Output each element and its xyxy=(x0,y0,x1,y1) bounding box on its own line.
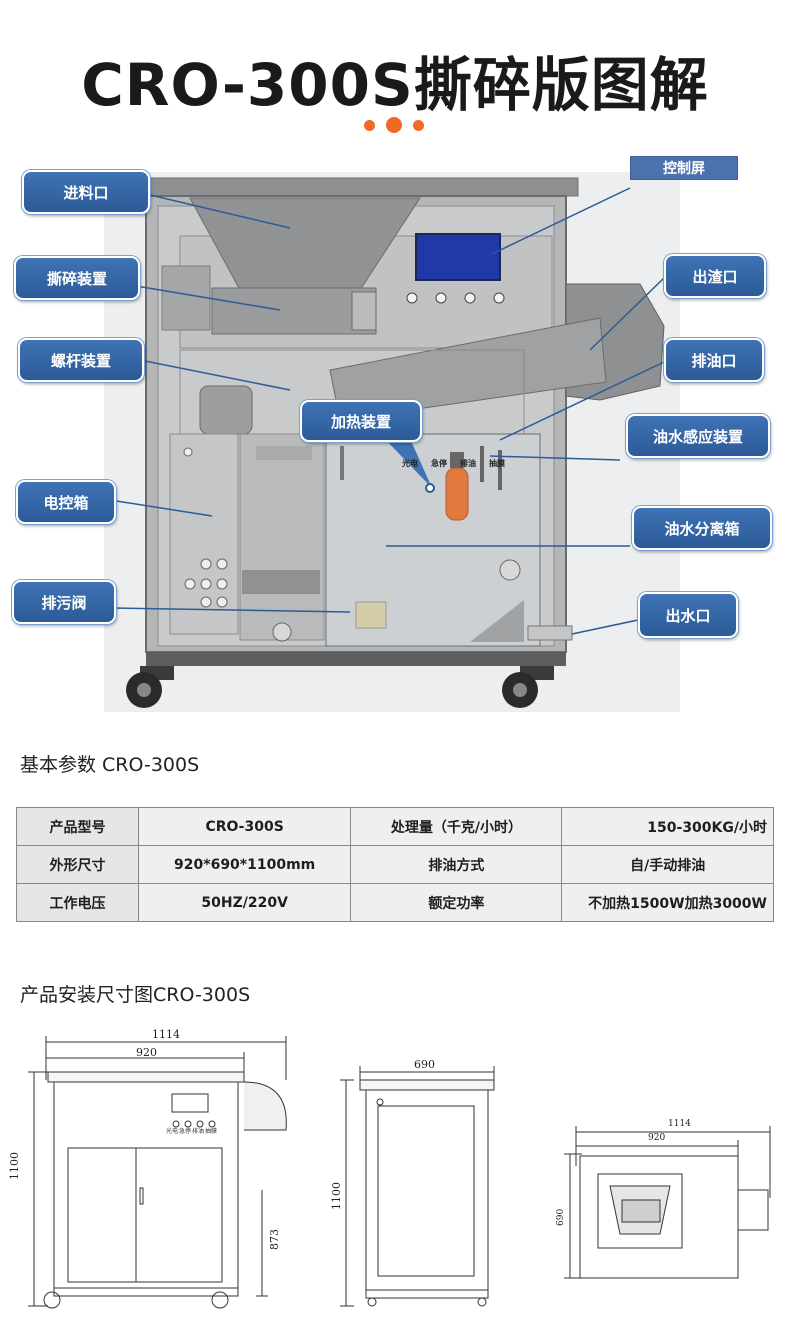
table-cell-key: 工作电压 xyxy=(16,883,139,922)
table-cell-key: 外形尺寸 xyxy=(16,845,139,884)
callout-water-outlet: 出水口 xyxy=(638,592,738,638)
table-cell-key: 额定功率 xyxy=(350,883,563,922)
table-row: 产品型号 CRO-300S 处理量（千克/小时） 150-300KG/小时 xyxy=(16,807,774,846)
params-table: 产品型号 CRO-300S 处理量（千克/小时） 150-300KG/小时 外形… xyxy=(16,807,774,922)
table-row: 工作电压 50HZ/220V 额定功率 不加热1500W加热3000W xyxy=(16,883,774,922)
dim-side-height: 1100 xyxy=(330,1182,343,1210)
callout-feed-inlet: 进料口 xyxy=(22,170,150,214)
machine-illustration xyxy=(104,172,680,712)
decor-dot-right xyxy=(413,120,424,131)
callout-oil-outlet: 排油口 xyxy=(664,338,764,382)
machine-diagram: 进料口 撕碎装置 螺杆装置 加热装置 电控箱 排污阀 控制屏 出渣口 排油口 油… xyxy=(0,150,790,720)
table-cell-value: 920*690*1100mm xyxy=(137,845,352,884)
decor-dot-left xyxy=(364,120,375,131)
dim-top-overall-width: 1114 xyxy=(668,1119,691,1129)
dim-top-depth: 690 xyxy=(556,1208,566,1226)
dim-front-inner-height: 873 xyxy=(268,1229,281,1250)
install-heading: 产品安装尺寸图CRO-300S xyxy=(20,984,251,1006)
dim-front-overall-width: 1114 xyxy=(152,1028,180,1041)
table-cell-value: CRO-300S xyxy=(137,807,352,846)
params-heading: 基本参数 CRO-300S xyxy=(20,754,200,776)
front-button-label: 排油 xyxy=(192,1128,205,1135)
callout-shredder: 撕碎装置 xyxy=(14,256,140,300)
front-button-label: 光电 xyxy=(166,1128,179,1135)
decor-dots xyxy=(0,116,790,136)
callout-drain-valve: 排污阀 xyxy=(12,580,116,624)
panel-button-label: 抽膜 xyxy=(489,459,505,468)
callout-oil-water-sensor: 油水感应装置 xyxy=(626,414,770,458)
page-title: CRO-300S撕碎版图解 xyxy=(81,51,709,119)
table-cell-value: 不加热1500W加热3000W xyxy=(561,883,774,922)
front-button-label: 急停 xyxy=(179,1128,192,1135)
dim-front-height: 1100 xyxy=(8,1152,21,1180)
callout-oil-water-separator: 油水分离箱 xyxy=(632,506,772,550)
panel-button-label: 光电 xyxy=(402,459,418,468)
dim-top-body-width: 920 xyxy=(648,1133,666,1143)
panel-button-label: 排油 xyxy=(460,459,476,468)
decor-dot-center xyxy=(386,117,402,133)
callout-heater: 加热装置 xyxy=(300,400,422,442)
table-cell-key: 产品型号 xyxy=(16,807,139,846)
panel-button-label: 急停 xyxy=(431,459,447,468)
callout-screw: 螺杆装置 xyxy=(18,338,144,382)
install-drawings: 1114 920 1100 873 光电 急停 排油 抽膜 690 1100 1… xyxy=(0,1020,790,1319)
table-cell-key: 排油方式 xyxy=(350,845,563,884)
dim-side-depth: 690 xyxy=(414,1058,435,1071)
table-cell-key: 处理量（千克/小时） xyxy=(350,807,563,846)
install-drawing-lines xyxy=(28,1036,771,1309)
table-cell-value: 50HZ/220V xyxy=(137,883,352,922)
table-cell-value: 150-300KG/小时 xyxy=(561,807,774,846)
callout-slag-outlet: 出渣口 xyxy=(664,254,766,298)
callout-control-screen: 控制屏 xyxy=(630,156,738,180)
dim-front-body-width: 920 xyxy=(136,1046,157,1059)
table-row: 外形尺寸 920*690*1100mm 排油方式 自/手动排油 xyxy=(16,845,774,884)
callout-electric-box: 电控箱 xyxy=(16,480,116,524)
front-button-label: 抽膜 xyxy=(205,1128,218,1135)
table-cell-value: 自/手动排油 xyxy=(561,845,774,884)
